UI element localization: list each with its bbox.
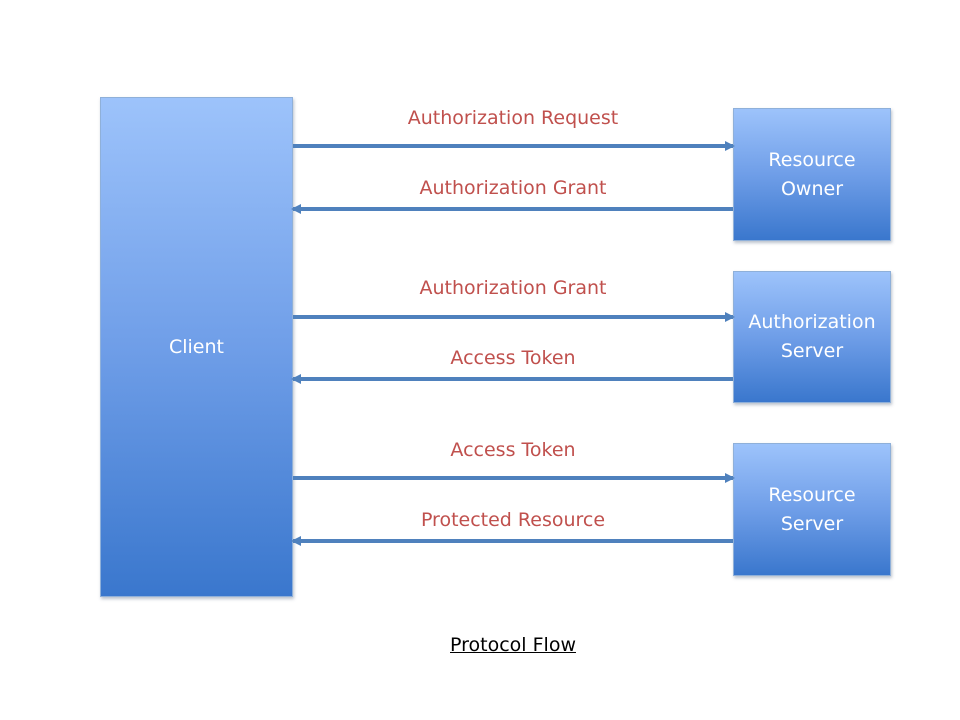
diagram-caption: Protocol Flow <box>450 634 576 656</box>
flow-label-authorization-request: Authorization Request <box>407 107 619 129</box>
authorization-server-label: Authorization Server <box>748 311 876 362</box>
client-label: Client <box>168 335 224 358</box>
flow-label-authorization-grant-return: Authorization Grant <box>419 177 607 199</box>
resource-owner-node: Resource Owner <box>733 108 891 241</box>
flow-label-protected-resource: Protected Resource <box>420 509 606 531</box>
flow-label-access-token-send: Access Token <box>450 439 576 461</box>
resource-server-node: Resource Server <box>733 443 891 576</box>
resource-server-label: Resource Server <box>768 483 856 535</box>
client-node: Client <box>100 97 293 597</box>
flow-label-authorization-grant-send: Authorization Grant <box>419 277 607 299</box>
flow-label-access-token-return: Access Token <box>450 347 576 369</box>
resource-owner-label: Resource Owner <box>768 148 856 200</box>
authorization-server-node: Authorization Server <box>733 271 891 403</box>
